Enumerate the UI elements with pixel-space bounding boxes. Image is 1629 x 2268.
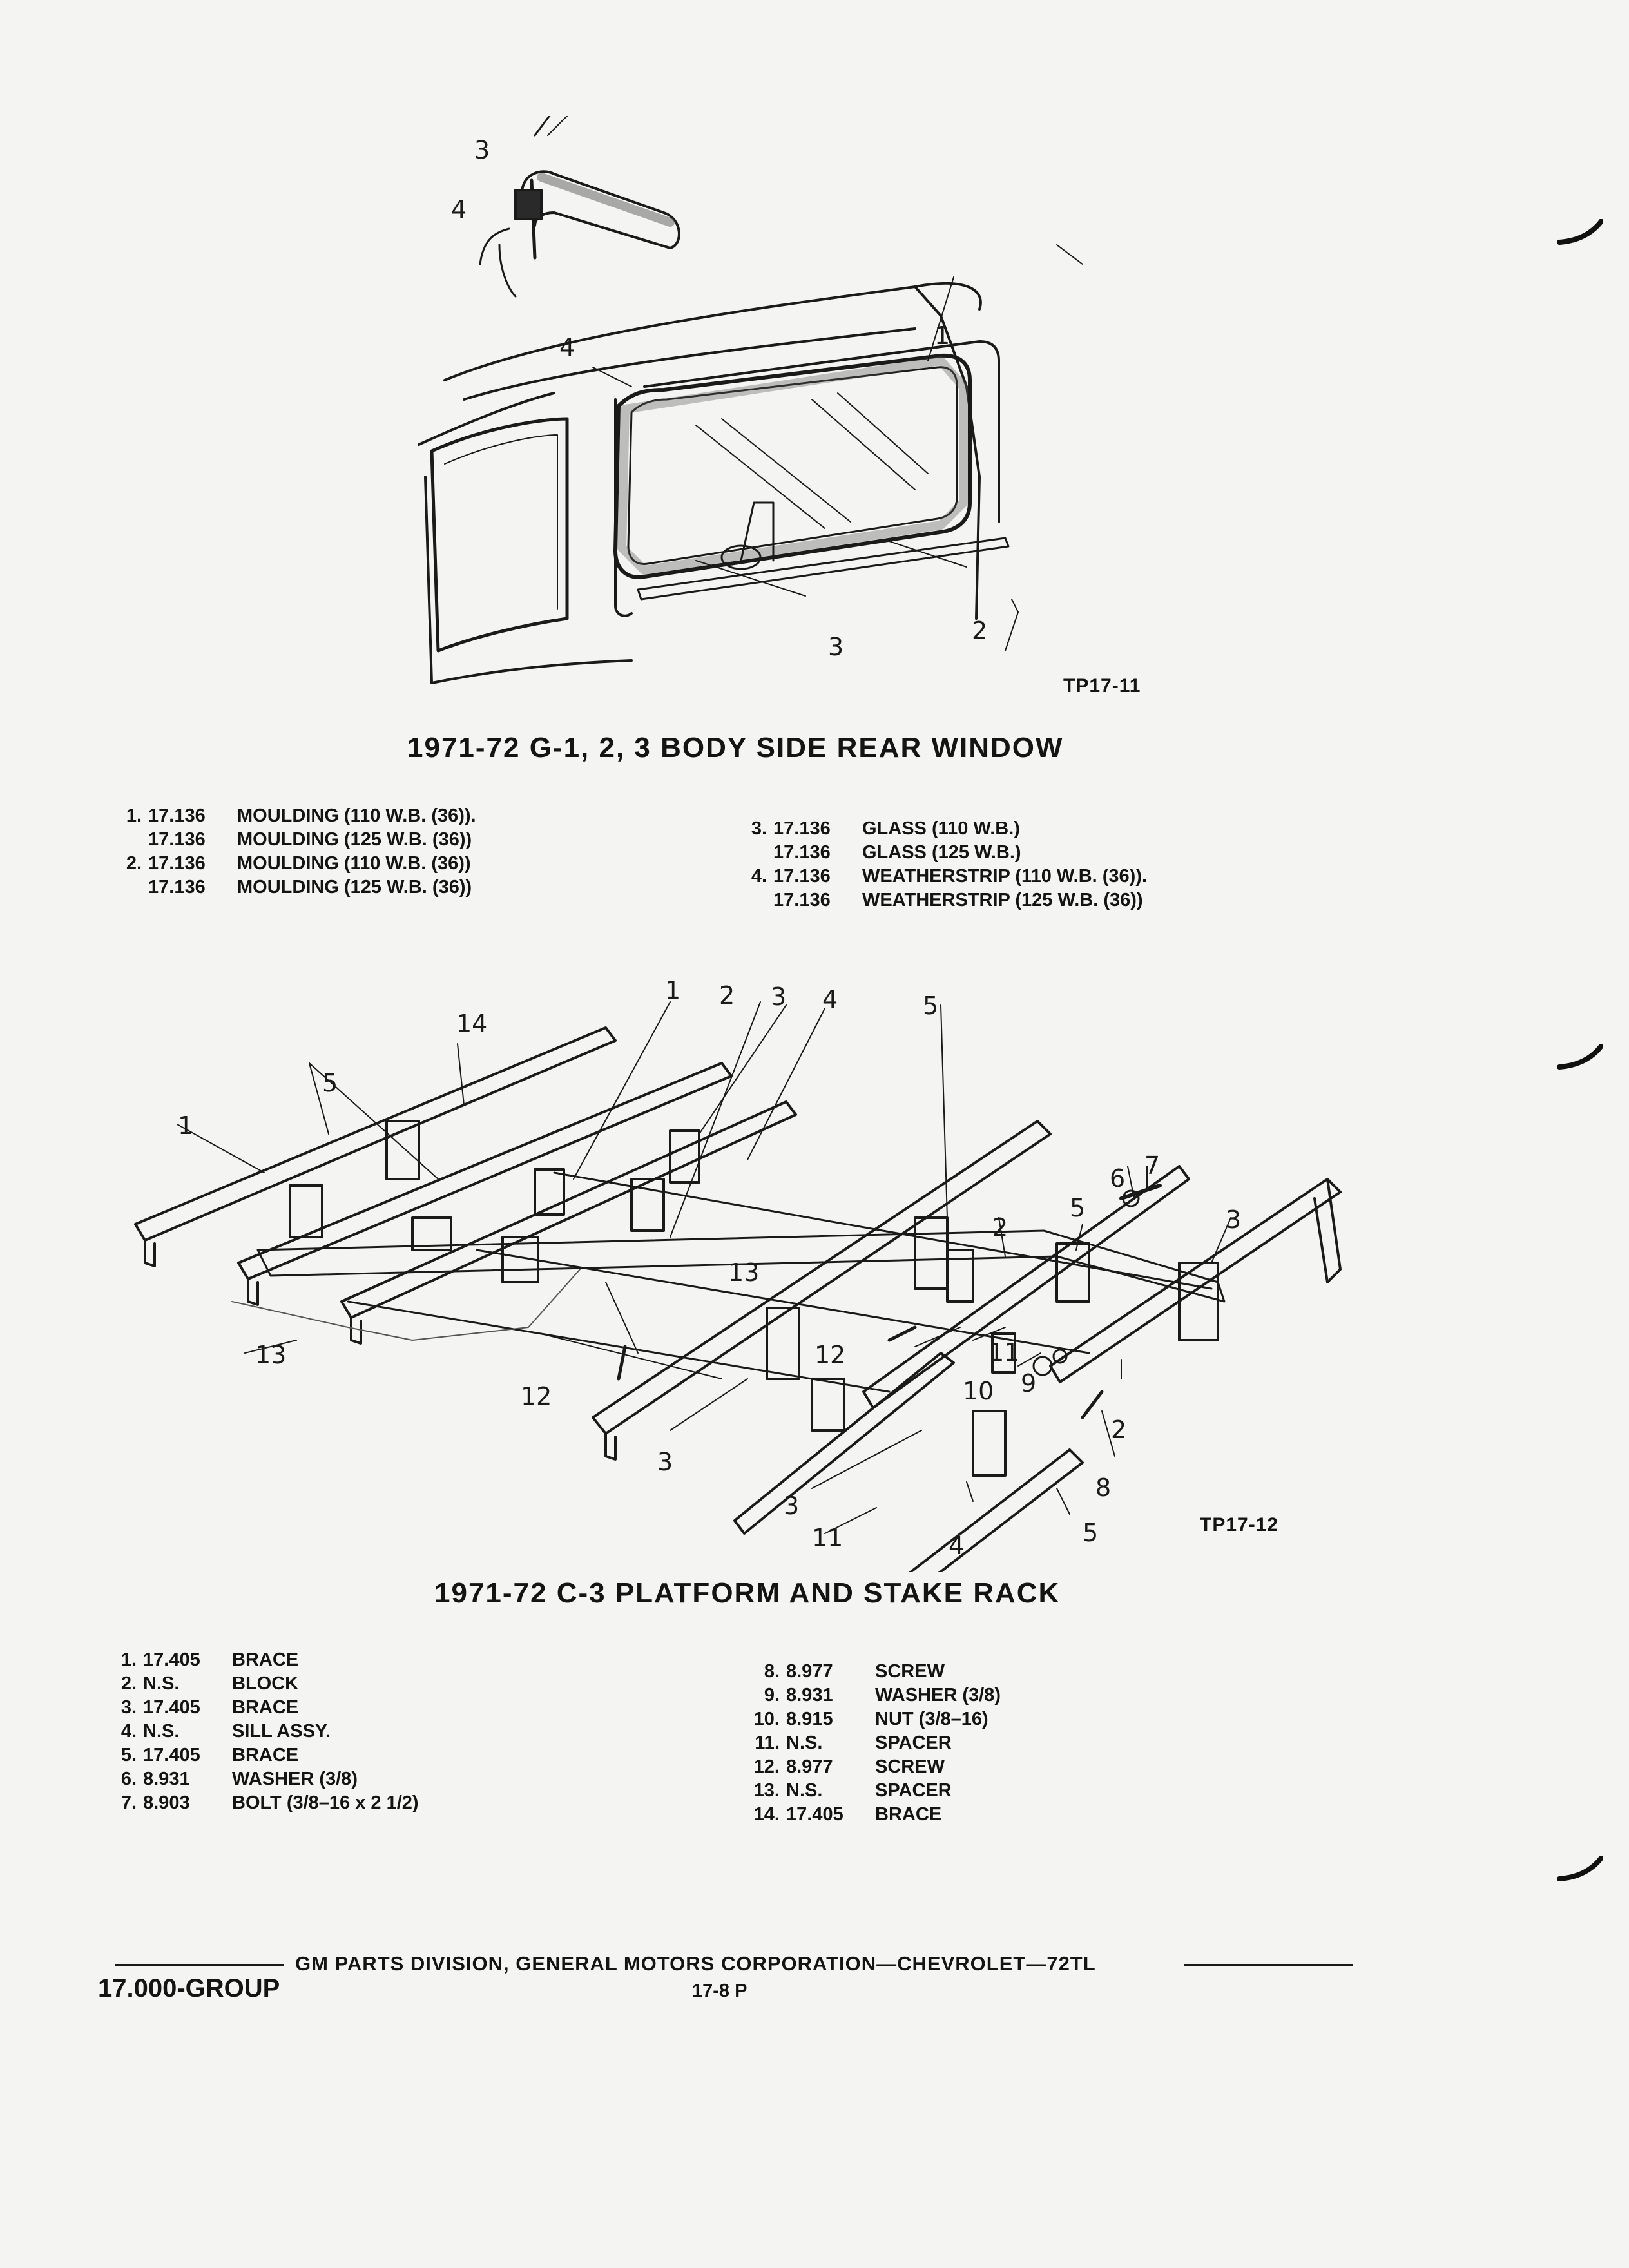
figure-ref-tp17-11: TP17-11 — [1063, 675, 1141, 697]
callout-3: 3 — [1226, 1206, 1242, 1234]
callout-1: 1 — [178, 1111, 194, 1140]
callout-4b: 4 — [559, 333, 575, 361]
callout-5: 5 — [923, 992, 939, 1020]
callout-13: 13 — [728, 1258, 760, 1287]
callout-2: 2 — [1111, 1416, 1127, 1444]
callout-10: 10 — [963, 1377, 994, 1405]
list-item: 11.N.S.SPACER — [755, 1733, 952, 1753]
callout-3: 3 — [784, 1492, 800, 1520]
figure-ref-tp17-12: TP17-12 — [1200, 1514, 1279, 1535]
figure-title-rear-window: 1971-72 G-1, 2, 3 BODY SIDE REAR WINDOW — [407, 732, 1064, 764]
stake-rack-drawing — [134, 1001, 1342, 1572]
callout-5: 5 — [1070, 1194, 1086, 1222]
callout-14: 14 — [456, 1010, 488, 1038]
footer-rule-right — [1184, 1964, 1353, 1966]
callout-13: 13 — [255, 1341, 287, 1369]
callout-4: 4 — [822, 985, 838, 1014]
callout-5: 5 — [322, 1069, 338, 1097]
callout-2: 2 — [719, 981, 735, 1010]
list-item: 2.N.S.BLOCK — [120, 1673, 299, 1694]
callout-11: 11 — [812, 1524, 843, 1552]
callout-3: 3 — [771, 983, 787, 1011]
callout-11: 11 — [988, 1338, 1020, 1367]
callout-8: 8 — [1095, 1474, 1112, 1502]
callout-4: 4 — [451, 195, 467, 224]
stake-rack-illustration — [116, 966, 1392, 1572]
binder-mark — [1557, 218, 1605, 245]
callout-12: 12 — [815, 1341, 846, 1369]
callout-1: 1 — [665, 976, 681, 1004]
page-number: 17-8 P — [692, 1981, 747, 2001]
rear-window-drawing — [418, 116, 1083, 684]
rear-window-illustration — [361, 116, 1134, 728]
callout-3: 3 — [474, 136, 490, 164]
binder-mark — [1557, 1854, 1605, 1881]
binder-mark — [1557, 1043, 1605, 1070]
callout-7: 7 — [1144, 1151, 1161, 1180]
figure-title-stake-rack: 1971-72 C-3 PLATFORM AND STAKE RACK — [434, 1577, 1061, 1609]
callout-3: 3 — [657, 1448, 673, 1476]
list-item: 13.N.S.SPACER — [753, 1780, 952, 1801]
callout-1: 1 — [934, 322, 950, 350]
list-item: 4.N.S.SILL ASSY. — [120, 1721, 331, 1742]
callout-6: 6 — [1110, 1164, 1126, 1193]
callout-4: 4 — [949, 1532, 965, 1560]
footer-publisher: GM PARTS DIVISION, GENERAL MOTORS CORPOR… — [295, 1952, 1096, 1975]
callout-5: 5 — [1083, 1519, 1099, 1547]
callout-3b: 3 — [828, 633, 844, 661]
footer-group-label: 17.000-GROUP — [98, 1974, 280, 2003]
footer-rule-left — [115, 1964, 284, 1966]
callout-2: 2 — [992, 1213, 1008, 1242]
callout-12: 12 — [521, 1382, 552, 1410]
callout-9: 9 — [1021, 1369, 1037, 1398]
callout-2: 2 — [972, 617, 988, 645]
